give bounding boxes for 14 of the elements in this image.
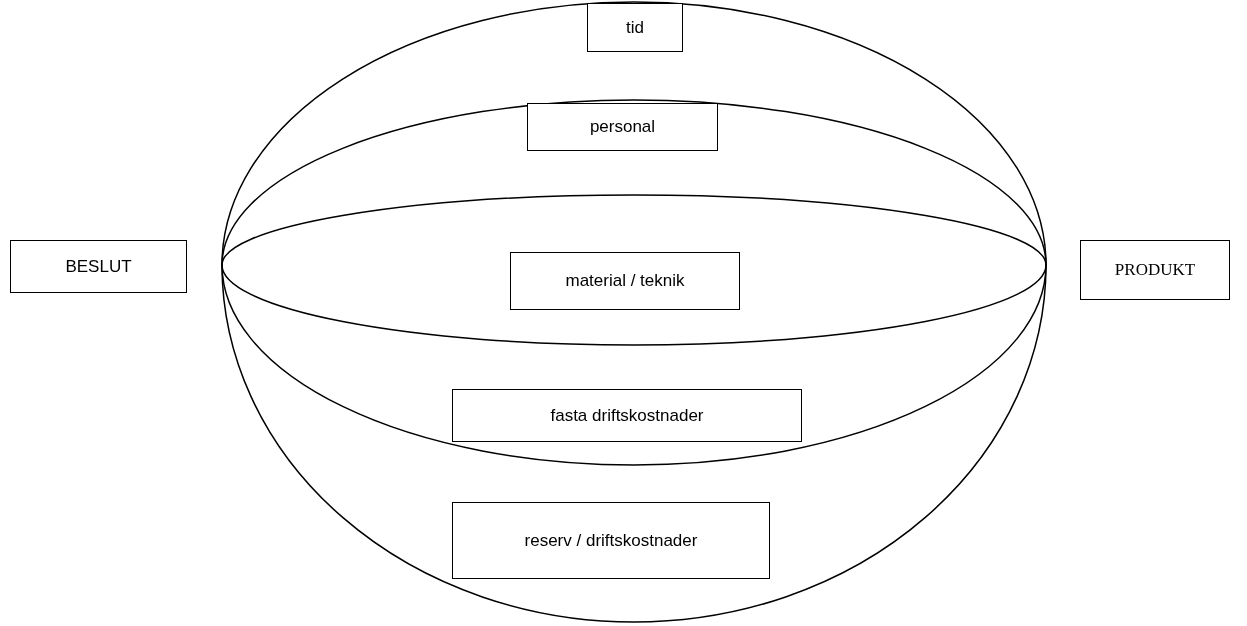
label-box — [1080, 240, 1230, 300]
label-box — [10, 240, 187, 293]
box-label: material / teknik — [565, 271, 685, 291]
label-box — [527, 103, 718, 151]
label-box — [587, 3, 683, 52]
label-box — [452, 502, 770, 579]
label-box — [452, 389, 802, 442]
box-label: BESLUT — [65, 256, 132, 277]
box-label: reserv / driftskostnader — [524, 530, 698, 551]
box-label: tid — [626, 17, 644, 38]
box-label: personal — [589, 117, 656, 137]
label-box — [510, 252, 740, 310]
box-label: PRODUKT — [1114, 260, 1196, 280]
box-label: fasta driftskostnader — [550, 405, 704, 426]
